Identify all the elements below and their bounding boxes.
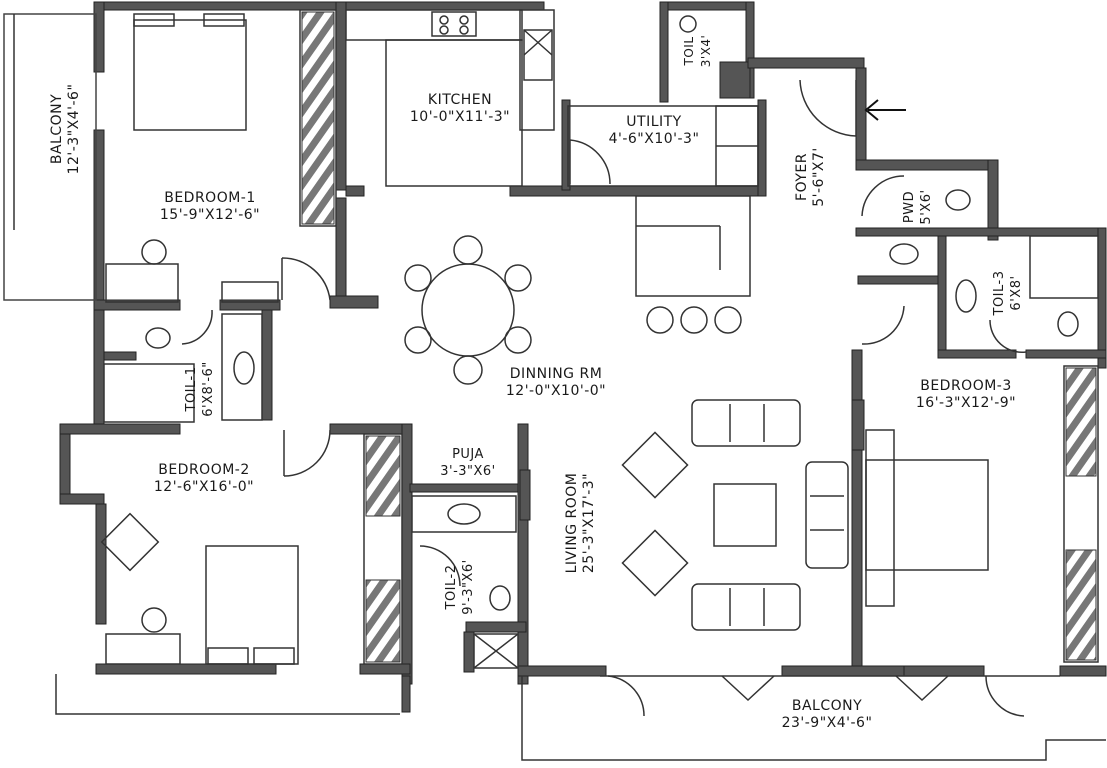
room-label-bedroom2: BEDROOM-2 12'-6"X16'-0" <box>124 462 284 496</box>
room-name: BEDROOM-2 <box>158 462 250 478</box>
room-size: 6'X8' <box>1009 275 1024 311</box>
room-size: 6'X8'-6" <box>201 361 216 417</box>
room-label-puja: PUJA 3'-3"X6' <box>418 446 518 480</box>
room-size: 12'-3"X4'-6" <box>66 83 82 175</box>
room-size: 25'-3"X17'-3" <box>581 472 597 574</box>
room-name: PUJA <box>452 447 484 462</box>
room-size: 5'X6' <box>919 189 934 225</box>
room-size: 12'-0"X10'-0" <box>505 383 607 399</box>
room-name: FOYER <box>794 153 810 201</box>
room-label-toil2: TOIL-2 9'-3"X6' <box>443 537 477 637</box>
room-size: 5'-6"X7' <box>811 147 827 207</box>
room-name: TOIL-2 <box>444 564 459 610</box>
room-size: 4'-6"X10'-3" <box>608 131 700 147</box>
room-size: 3'-3"X6' <box>440 464 496 479</box>
outlines <box>3 9 1106 761</box>
room-label-utility: UTILITY 4'-6"X10'-3" <box>594 114 714 148</box>
room-label-living: LIVING ROOM 25'-3"X17'-3" <box>564 448 598 598</box>
room-name: DINNING RM <box>509 366 603 382</box>
room-label-toil-top: TOIL 3'X4' <box>681 21 715 81</box>
room-size: 12'-6"X16'-0" <box>153 479 255 495</box>
walls <box>59 1 1107 713</box>
room-size: 23'-9"X4'-6" <box>781 715 873 731</box>
room-name: TOIL-3 <box>992 270 1007 316</box>
room-size: 9'-3"X6' <box>461 559 476 615</box>
room-label-dinning: DINNING RM 12'-0"X10'-0" <box>476 366 636 400</box>
room-size: 16'-3"X12'-9" <box>915 395 1017 411</box>
room-label-toil1: TOIL-1 6'X8'-6" <box>183 339 217 439</box>
room-name: BALCONY <box>49 93 65 165</box>
room-size: 3'X4' <box>699 34 713 68</box>
room-name: PWD <box>902 190 917 224</box>
room-label-toil3: TOIL-3 6'X8' <box>991 253 1025 333</box>
room-name: BEDROOM-1 <box>164 190 256 206</box>
room-label-foyer: FOYER 5'-6"X7' <box>794 132 828 222</box>
room-name: KITCHEN <box>427 92 493 108</box>
room-label-balcony-bottom: BALCONY 23'-9"X4'-6" <box>752 698 902 732</box>
room-name: BALCONY <box>791 698 863 714</box>
room-name: LIVING ROOM <box>564 472 580 574</box>
room-label-bedroom1: BEDROOM-1 15'-9"X12'-6" <box>130 190 290 224</box>
room-name: UTILITY <box>626 114 682 130</box>
doors <box>181 79 1027 717</box>
room-size: 15'-9"X12'-6" <box>159 207 261 223</box>
room-size: 10'-0"X11'-3" <box>409 109 511 125</box>
room-name: TOIL-1 <box>184 366 199 412</box>
furniture <box>100 11 1079 633</box>
room-label-bedroom3: BEDROOM-3 16'-3"X12'-9" <box>886 378 1046 412</box>
room-label-balcony-left: BALCONY 12'-3"X4'-6" <box>49 69 83 189</box>
wardrobe-hatching <box>301 11 1097 663</box>
room-label-pwd: PWD 5'X6' <box>901 177 935 237</box>
room-name: TOIL <box>682 36 696 66</box>
entry-arrow-icon <box>864 99 906 121</box>
room-name: BEDROOM-3 <box>920 378 1012 394</box>
room-label-kitchen: KITCHEN 10'-0"X11'-3" <box>390 92 530 126</box>
